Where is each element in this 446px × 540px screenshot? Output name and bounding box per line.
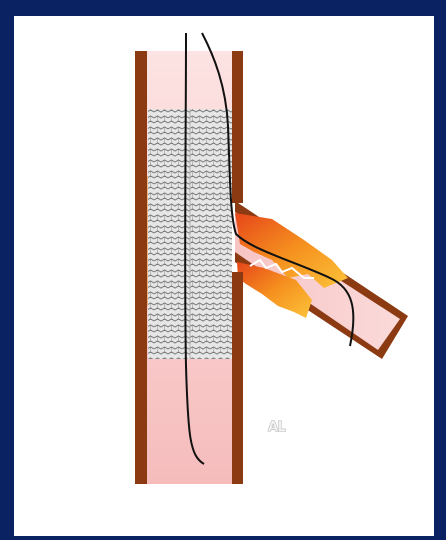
- side-branch-vessel: [235, 201, 408, 359]
- bifurcation-stent-diagram: AL: [14, 16, 434, 536]
- main-vessel-left-wall: [135, 51, 147, 484]
- signature-initials: AL: [268, 420, 286, 435]
- diagram-canvas: AL: [14, 16, 434, 536]
- main-vessel-right-wall-lower: [232, 272, 243, 484]
- stent: [148, 109, 232, 359]
- main-vessel-right-wall-upper: [232, 51, 243, 203]
